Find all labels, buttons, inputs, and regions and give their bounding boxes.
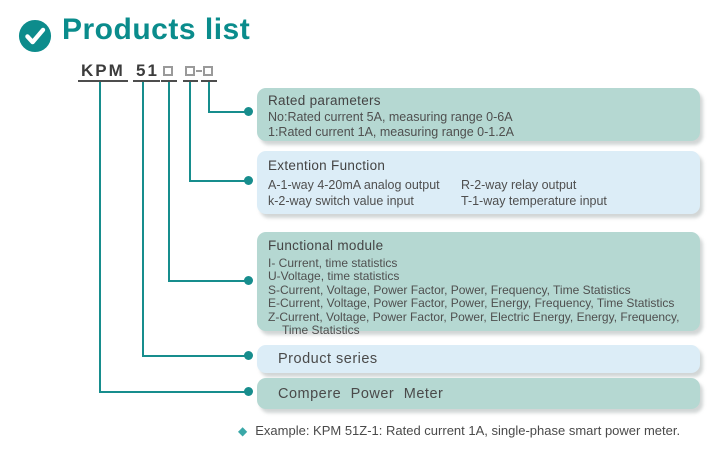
- callout-title: Compere Power Meter: [278, 385, 444, 402]
- callout-line: No:Rated current 5A, measuring range 0-6…: [268, 110, 513, 124]
- connector-line: [168, 280, 248, 282]
- model-placeholder-box-2: [185, 66, 195, 76]
- segment-underline: [161, 80, 177, 82]
- checkmark-circle-icon: [18, 19, 52, 53]
- callout-line: 1:Rated current 1A, measuring range 0-1.…: [268, 125, 514, 139]
- callout-line: T-1-way temperature input: [461, 194, 607, 208]
- callout-line: Z-Current, Voltage, Power Factor, Power,…: [268, 309, 680, 324]
- connector-line: [142, 82, 144, 357]
- connector-line: [189, 180, 248, 182]
- connector-line: [189, 82, 191, 182]
- connector-dot: [244, 107, 253, 116]
- connector-line: [99, 82, 101, 393]
- connector-line: [168, 82, 170, 282]
- connector-dot: [244, 351, 253, 360]
- connector-line: [208, 111, 248, 113]
- connector-line: [99, 391, 248, 393]
- connector-dot: [244, 276, 253, 285]
- model-prefix: KPM: [81, 61, 125, 80]
- callout-line: A-1-way 4-20mA analog output: [268, 178, 440, 192]
- model-series: 51: [136, 61, 159, 80]
- segment-underline: [78, 80, 128, 82]
- callout-compere-power-meter: Compere Power Meter: [257, 378, 700, 409]
- model-hyphen: [196, 70, 202, 72]
- segment-underline: [133, 80, 160, 82]
- callout-line: R-2-way relay output: [461, 178, 577, 192]
- callout-rated-parameters: Rated parameters No:Rated current 5A, me…: [257, 88, 700, 141]
- callout-line: S-Current, Voltage, Power Factor, Power,…: [268, 282, 631, 297]
- connector-dot: [244, 176, 253, 185]
- model-placeholder-box-3: [203, 66, 213, 76]
- diamond-bullet-icon: ◆: [238, 423, 248, 438]
- callout-title: Product series: [278, 351, 378, 367]
- callout-line: I- Current, time statistics: [268, 256, 398, 270]
- model-placeholder-box-1: [163, 66, 173, 76]
- callout-line: k-2-way switch value input: [268, 194, 414, 208]
- segment-underline: [183, 80, 198, 82]
- callout-title: Functional module: [268, 238, 384, 253]
- example-text: Example: KPM 51Z-1: Rated current 1A, si…: [255, 423, 681, 438]
- callout-extention-function: Extention Function A-1-way 4-20mA analog…: [257, 151, 700, 214]
- callout-line: E-Current, Voltage, Power Factor, Power,…: [268, 296, 675, 311]
- example-note: ◆ Example: KPM 51Z-1: Rated current 1A, …: [238, 423, 680, 438]
- callout-title: Rated parameters: [268, 93, 381, 108]
- callout-line: Time Statistics: [282, 323, 360, 338]
- page-title: Products list: [62, 13, 251, 46]
- connector-dot: [244, 387, 253, 396]
- callout-line: U-Voltage, time statistics: [268, 269, 400, 284]
- callout-functional-module: Functional module I- Current, time stati…: [257, 232, 700, 337]
- connector-line: [142, 355, 248, 357]
- connector-line: [208, 82, 210, 113]
- callout-title: Extention Function: [268, 158, 386, 173]
- segment-underline: [201, 80, 217, 82]
- callout-product-series: Product series: [257, 345, 700, 373]
